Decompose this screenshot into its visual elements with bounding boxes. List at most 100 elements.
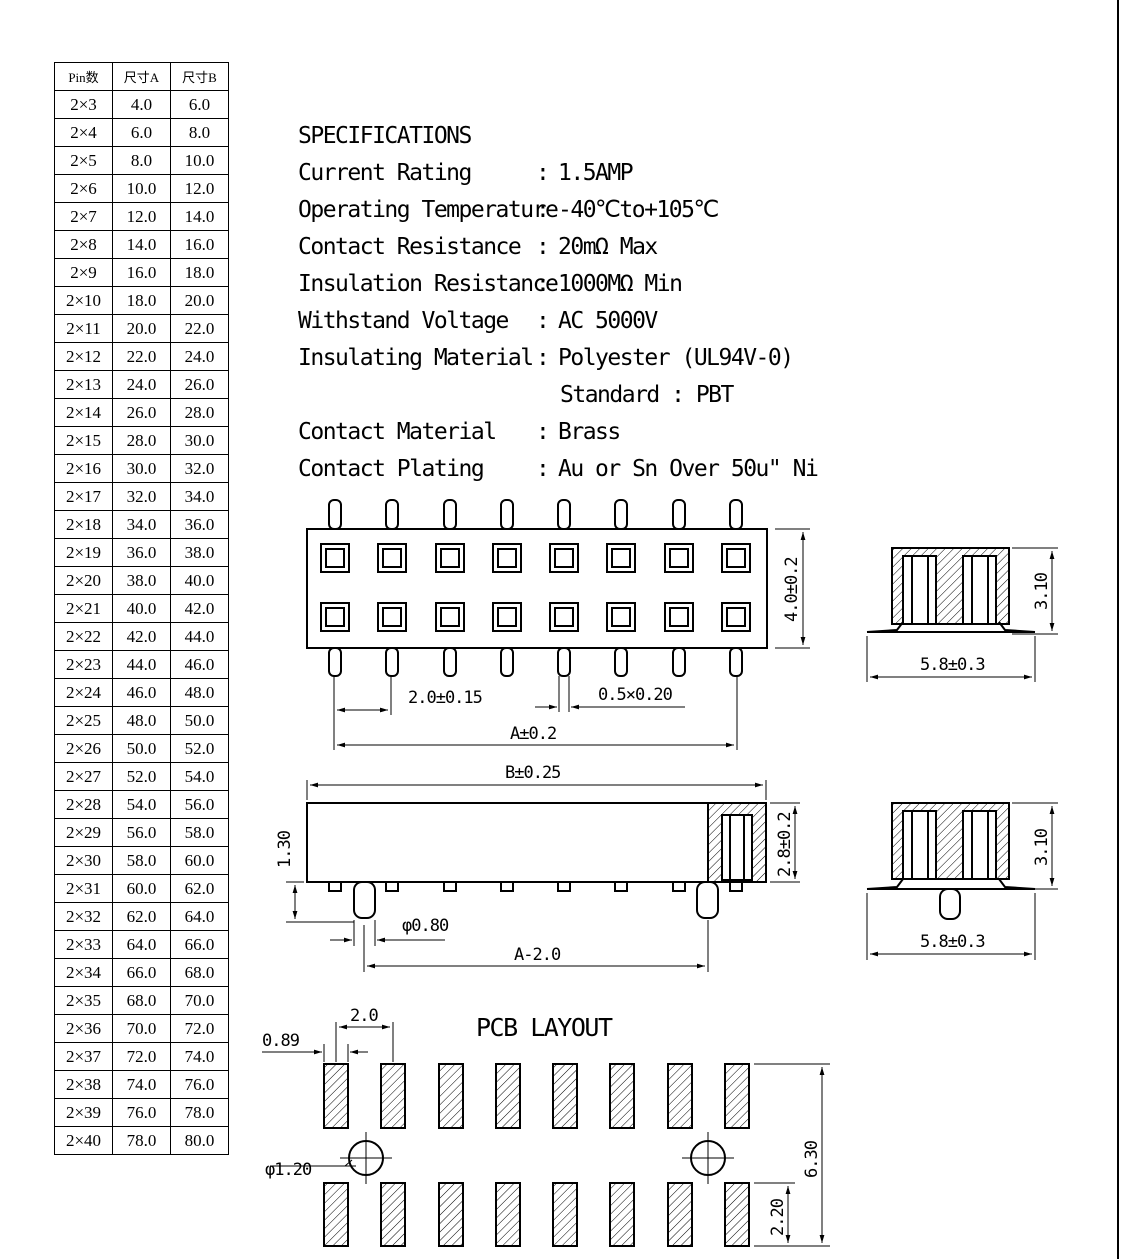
cell-size-b: 8.0: [170, 118, 229, 147]
cell-size-a: 70.0: [112, 1014, 171, 1043]
pcb-pad-top: [380, 1063, 406, 1129]
socket-inner: [497, 548, 517, 568]
cell-size-a: 40.0: [112, 594, 171, 623]
front-foot: [729, 881, 743, 892]
spec-row: Insulating Material:Polyester (UL94V-0): [298, 340, 817, 377]
pcb-pad-bottom: [323, 1182, 349, 1247]
cell-pins: 2×40: [54, 1126, 113, 1155]
pcb-pad-top: [438, 1063, 464, 1129]
cell-size-a: 12.0: [112, 202, 171, 231]
pin-top: [557, 499, 571, 530]
pin-top: [500, 499, 514, 530]
spec-label: Contact Material: [298, 419, 497, 445]
spec-value: Standard : PBT: [560, 382, 734, 408]
pin-bottom: [729, 647, 743, 677]
socket-inner: [440, 548, 460, 568]
header-pins: Pin数: [54, 62, 113, 91]
pcb-layout-title: PCB LAYOUT: [476, 1013, 613, 1042]
cell-size-a: 20.0: [112, 314, 171, 343]
pcb-pad-bottom: [380, 1182, 406, 1247]
cell-size-a: 58.0: [112, 846, 171, 875]
cell-size-b: 32.0: [170, 454, 229, 483]
cell-size-a: 72.0: [112, 1042, 171, 1071]
cell-size-b: 20.0: [170, 286, 229, 315]
socket-inner: [611, 607, 631, 627]
cell-size-b: 50.0: [170, 706, 229, 735]
socket-outer: [549, 543, 579, 573]
spec-row: Contact Resistance:20mΩ Max: [298, 229, 817, 266]
pin-bottom: [500, 647, 514, 677]
cell-size-a: 60.0: [112, 874, 171, 903]
cell-pins: 2×3: [54, 90, 113, 119]
side-view-bottom: [866, 802, 1036, 920]
cell-pins: 2×10: [54, 286, 113, 315]
top-view: [306, 499, 768, 677]
spec-label: Withstand Voltage: [298, 308, 509, 334]
socket-outer: [721, 543, 751, 573]
cell-size-b: 44.0: [170, 622, 229, 651]
pcb-pad-top: [724, 1063, 750, 1129]
cell-size-b: 24.0: [170, 342, 229, 371]
socket-outer: [492, 543, 522, 573]
pin-bottom: [557, 647, 571, 677]
pcb-pad-bottom: [552, 1182, 578, 1247]
socket-inner: [382, 548, 402, 568]
socket-inner: [726, 548, 746, 568]
socket-outer: [606, 543, 636, 573]
cell-size-b: 60.0: [170, 846, 229, 875]
cell-size-b: 80.0: [170, 1126, 229, 1155]
pcb-pad-bottom: [667, 1182, 693, 1247]
pin-top: [443, 499, 457, 530]
front-foot: [557, 881, 571, 892]
cell-size-b: 64.0: [170, 902, 229, 931]
cell-size-a: 34.0: [112, 510, 171, 539]
specifications-title: SPECIFICATIONS: [298, 123, 472, 149]
pin-bottom: [443, 647, 457, 677]
spec-label: Current Rating: [298, 160, 472, 186]
table-header-row: Pin数 尺寸A 尺寸B: [54, 62, 229, 91]
socket-outer: [606, 602, 636, 632]
cell-pins: 2×28: [54, 790, 113, 819]
socket-outer: [320, 543, 350, 573]
cell-size-a: 76.0: [112, 1098, 171, 1127]
cell-pins: 2×34: [54, 958, 113, 987]
cell-size-a: 54.0: [112, 790, 171, 819]
spec-separator: :: [536, 456, 550, 482]
pin-bottom: [672, 647, 686, 677]
spec-label: Operating Temperature: [298, 197, 559, 223]
spec-separator: :: [536, 308, 550, 334]
spec-separator: :: [536, 419, 550, 445]
cell-pins: 2×17: [54, 482, 113, 511]
pin-top: [328, 499, 342, 530]
side-height-1: 3.10: [1032, 572, 1052, 610]
spec-row: Operating Temperature:-40℃to+105℃: [298, 192, 817, 229]
cell-size-b: 6.0: [170, 90, 229, 119]
spec-row: Standard : PBT: [298, 377, 817, 414]
front-foot: [672, 881, 686, 892]
pcb-pad-bottom: [609, 1182, 635, 1247]
side-width-2: 5.8±0.3: [920, 932, 985, 952]
cell-pins: 2×39: [54, 1098, 113, 1127]
cell-pins: 2×15: [54, 426, 113, 455]
spec-row: Contact Plating:Au or Sn Over 50u" Ni: [298, 451, 819, 488]
pin-bottom: [614, 647, 628, 677]
front-foot: [443, 881, 457, 892]
cell-pins: 2×7: [54, 202, 113, 231]
socket-outer: [320, 602, 350, 632]
pitch-label: 2.0±0.15: [408, 688, 482, 708]
spec-row: Current Rating:1.5AMP: [298, 155, 817, 192]
